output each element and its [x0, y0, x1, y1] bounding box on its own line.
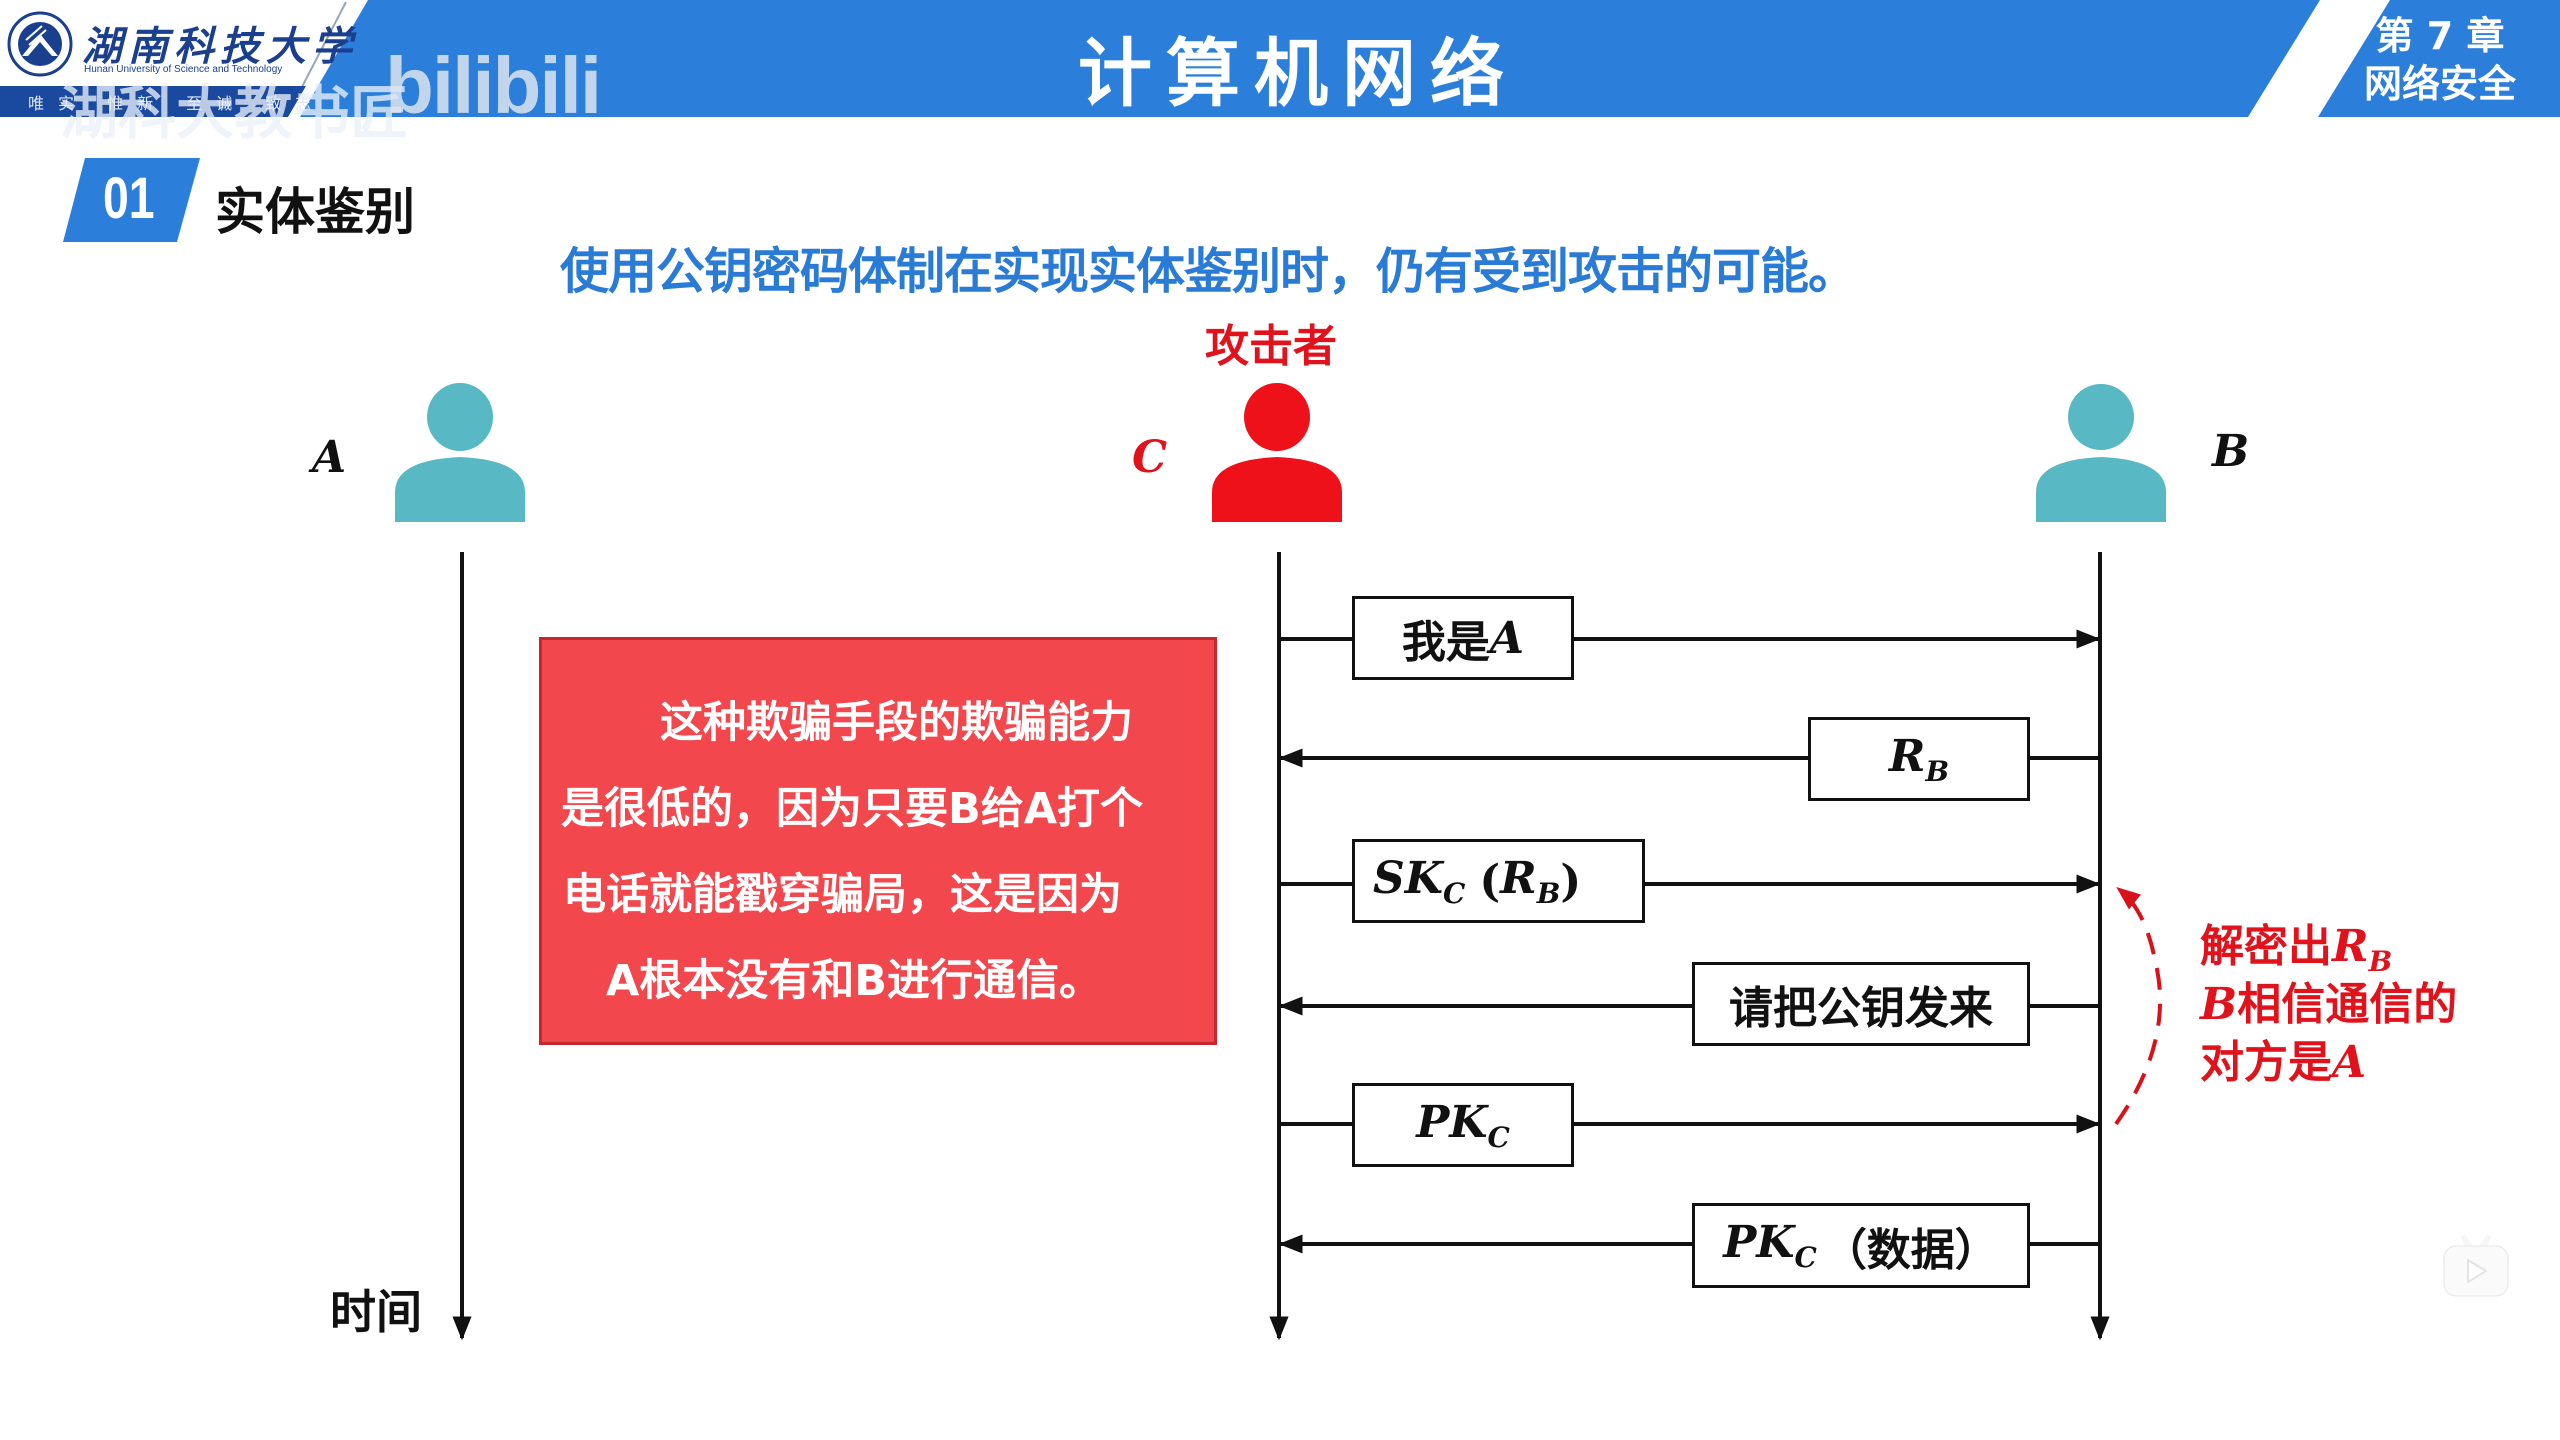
university-name-cn: 湖南科技大学 — [82, 23, 358, 70]
message-6-text: （数据） — [1822, 1224, 1999, 1276]
message-5-math: PKC — [1416, 1096, 1510, 1154]
motto-strip — [0, 86, 306, 117]
section-heading: 实体鉴别 — [215, 183, 415, 241]
explanation-line-1: 这种欺骗手段的欺骗能力 — [660, 698, 1133, 748]
participant-c-label: C — [1132, 432, 1168, 483]
message-box-2: RB — [1808, 717, 2030, 801]
person-b-icon — [2036, 384, 2166, 522]
message-3-paren-math: RB — [1500, 852, 1561, 910]
decrypt-dashed-arrow — [2114, 886, 2162, 1126]
message-box-3: SKC (RB) — [1352, 839, 1645, 923]
annotation-line-1: 解密出RB — [2200, 921, 2393, 978]
university-name-en: Hunan University of Science and Technolo… — [84, 64, 283, 75]
time-axis-label: 时间 — [330, 1285, 422, 1339]
message-box-4: 请把公钥发来 — [1692, 962, 2030, 1046]
attacker-label: 攻击者 — [1205, 321, 1337, 372]
chapter-name: 网络安全 — [2363, 62, 2516, 106]
watermark-bilibili-logo: bilibili — [385, 41, 602, 130]
message-box-5: PKC — [1352, 1083, 1574, 1167]
header-decoration — [0, 0, 2390, 117]
message-2-math: RB — [1888, 730, 1950, 788]
message-4-text: 请把公钥发来 — [1729, 983, 1993, 1034]
explanation-line-3: 电话就能戳穿骗局，这是因为 — [563, 870, 1122, 920]
explanation-line-2: 是很低的，因为只要B给A打个 — [561, 784, 1144, 834]
university-motto: 唯实 惟新 至诚 致志 — [28, 94, 326, 113]
explanation-line-4: A根本没有和B进行通信。 — [606, 956, 1103, 1006]
message-3-math: SKC — [1373, 852, 1466, 910]
section-number: 01 — [103, 166, 155, 231]
course-title: 计算机网络 — [1078, 31, 1518, 117]
section-badge — [63, 158, 200, 242]
bilibili-tv-play-icon[interactable] — [2440, 1230, 2512, 1300]
message-box-6: PKC（数据） — [1692, 1203, 2030, 1288]
participant-b-label: B — [2212, 426, 2250, 477]
message-1-text: 我是 — [1401, 617, 1490, 668]
annotation-line-3: 对方是A — [2200, 1037, 2367, 1088]
message-1-math: A — [1489, 612, 1525, 664]
explanation-box — [539, 637, 1217, 1045]
chapter-divider-stripe — [2248, 0, 2390, 117]
header-bar — [0, 0, 2560, 117]
person-c-icon — [1212, 383, 1342, 522]
watermark-uploader: 湖科大教书匠 — [60, 79, 409, 147]
message-6-math: PKC — [1723, 1217, 1817, 1274]
person-a-icon — [395, 383, 525, 522]
participant-a-label: A — [312, 432, 347, 483]
annotation-line-2: B相信通信的 — [2200, 979, 2458, 1030]
slide-subtitle: 使用公钥密码体制在实现实体鉴别时，仍有受到攻击的可能。 — [560, 243, 1857, 300]
chapter-number: 第 7 章 — [2375, 14, 2505, 58]
